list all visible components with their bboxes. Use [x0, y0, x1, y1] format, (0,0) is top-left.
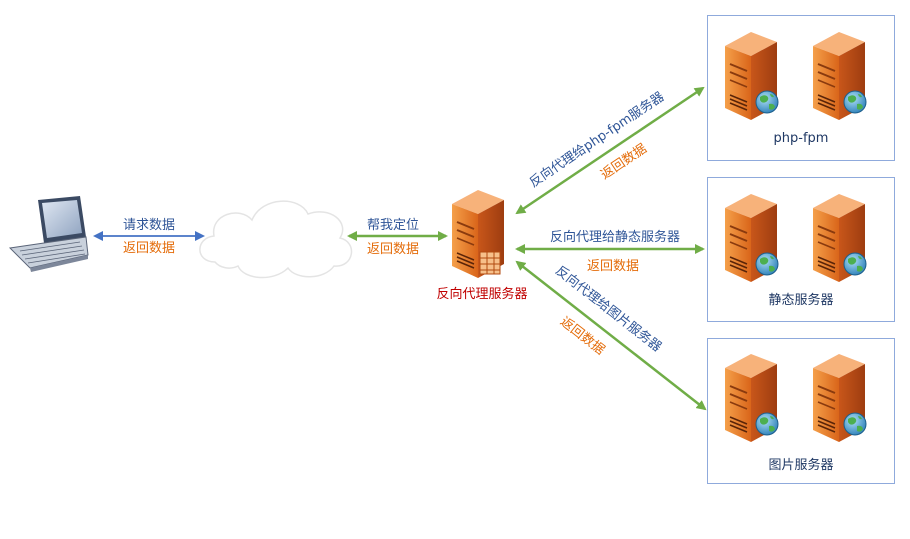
phpfpm-group-label: php-fpm	[774, 131, 829, 146]
phpfpm-return-label: 返回数据	[598, 141, 650, 183]
proxy-server-icon	[451, 189, 505, 279]
phpfpm-group-box	[707, 15, 895, 161]
cloud-return-label: 返回数据	[367, 242, 419, 257]
cloud-icon	[199, 200, 353, 279]
proxy-image-arrow	[515, 260, 707, 411]
cloud-locate-label: 帮我定位	[367, 218, 419, 233]
proxy-phpfpm-arrow	[515, 86, 705, 215]
static-proxy-label: 反向代理给静态服务器	[550, 229, 680, 245]
static-return-label: 返回数据	[587, 259, 639, 274]
client-request-label: 请求数据	[123, 218, 175, 233]
static-group-box	[707, 177, 895, 322]
image-group-box	[707, 338, 895, 484]
client-return-label: 返回数据	[123, 241, 175, 256]
static-group-label: 静态服务器	[768, 292, 833, 308]
image-proxy-label: 反向代理给图片服务器	[552, 263, 664, 356]
image-server-1	[724, 353, 779, 443]
static-server-1	[724, 193, 779, 283]
phpfpm-server-2	[812, 31, 867, 121]
image-server-2	[812, 353, 867, 443]
phpfpm-proxy-label: 反向代理给php-fpm服务器	[526, 89, 667, 191]
static-server-2	[812, 193, 867, 283]
phpfpm-server-1	[724, 31, 779, 121]
image-group-label: 图片服务器	[768, 457, 833, 473]
proxy-server-label: 反向代理服务器	[436, 286, 527, 302]
image-return-label: 返回数据	[557, 314, 607, 358]
laptop-icon	[8, 196, 89, 272]
